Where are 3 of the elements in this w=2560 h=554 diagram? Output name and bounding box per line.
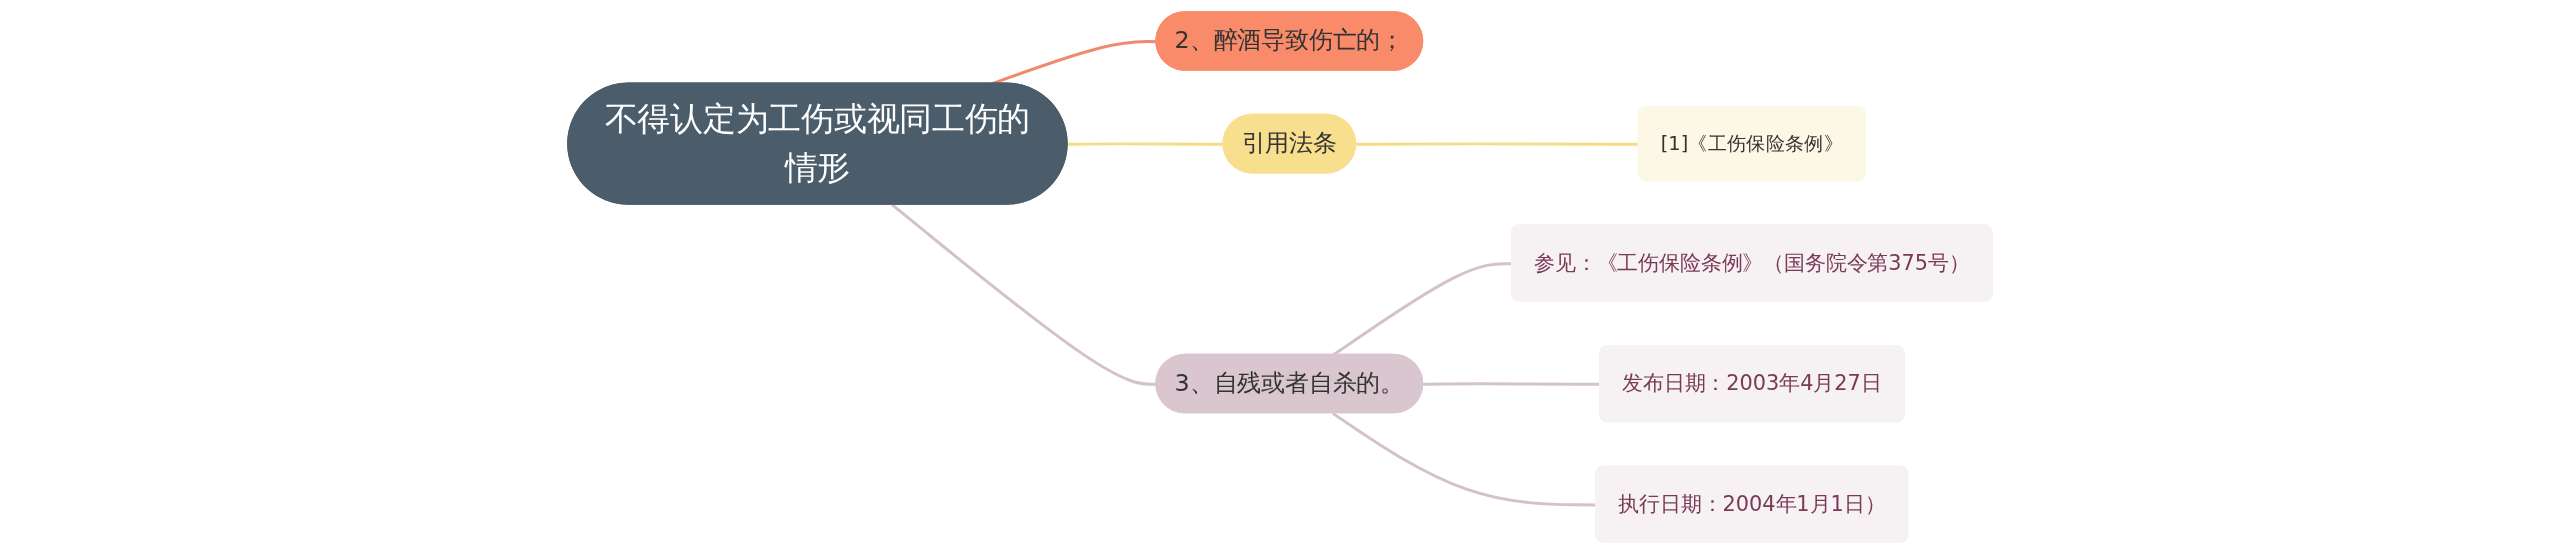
connector [1332, 412, 1597, 507]
connector [891, 203, 1157, 386]
connector [1067, 142, 1224, 146]
